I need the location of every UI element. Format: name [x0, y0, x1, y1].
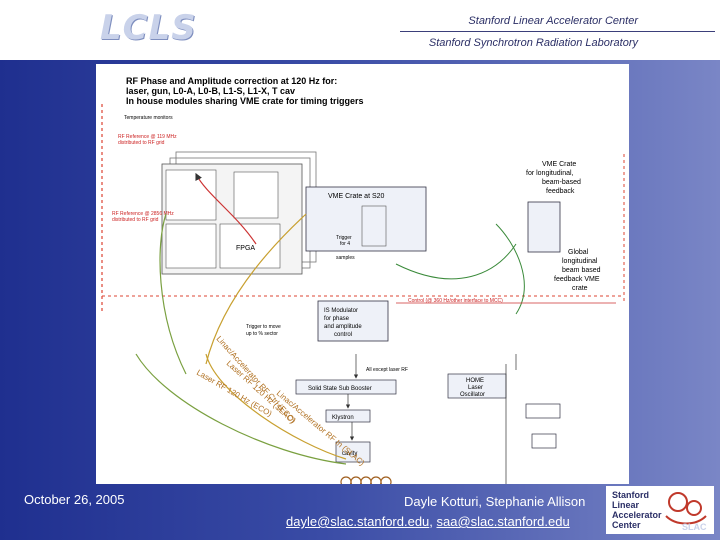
- rf-reference-2b: distributed to RF grid: [112, 217, 159, 223]
- email-separator: ,: [429, 514, 437, 529]
- amp-box: [525, 403, 561, 419]
- diagram-title-1: RF Phase and Amplitude correction at 120…: [126, 76, 337, 86]
- trigger-label-3: samples: [336, 255, 355, 261]
- diagram-area: RF Phase and Amplitude correction at 120…: [96, 64, 629, 488]
- header-line-1: Stanford Linear Accelerator Center: [468, 15, 638, 27]
- tuning-module: [233, 171, 279, 219]
- global-label-4: feedback VME: [554, 276, 600, 283]
- slac-logo-line-2: Linear: [612, 500, 640, 510]
- global-label-5: crate: [572, 285, 588, 292]
- solid-state-label: Solid State Sub Booster: [308, 386, 372, 392]
- coupler-coil: [340, 476, 392, 488]
- fpga-module: [219, 223, 281, 269]
- laser-rf-curve-2: [159, 213, 187, 375]
- is-modulator-3: and amplitude: [324, 324, 362, 330]
- home-laser-box: [447, 373, 507, 399]
- linac-rf-in-label: Linac/Accelerator RF In (SLAC): [275, 389, 367, 468]
- vme-long-label-4: feedback: [546, 188, 575, 195]
- all-except-label: All except laser RF: [366, 367, 408, 373]
- home-label-1: HOME: [466, 378, 484, 384]
- trigger-label-2: for 4: [340, 241, 350, 247]
- small-box: [531, 433, 557, 449]
- vme-crate-s20-label: VME Crate at S20: [328, 193, 385, 200]
- is-modulator-4: control: [334, 332, 352, 338]
- vme-card: [361, 205, 387, 247]
- slac-logo-line-3: Accelerator: [612, 510, 662, 520]
- footer-date: October 26, 2005: [24, 492, 125, 507]
- slide-header: LCLS Stanford Linear Accelerator Center …: [0, 0, 720, 60]
- demod-module: [165, 169, 217, 221]
- vme-crate-s20: [305, 186, 427, 252]
- trigger-move-2: up to % sector: [246, 331, 278, 337]
- footer-emails: dayle@slac.stanford.edu, saa@slac.stanfo…: [286, 514, 570, 529]
- trigger-move-1: Trigger to move: [246, 324, 281, 330]
- header-divider: [400, 31, 715, 32]
- diagram-title-2: laser, gun, L0-A, L0-B, L1-S, L1-X, T ca…: [126, 86, 295, 96]
- global-label-1: Global: [568, 249, 589, 256]
- is-modulator-1: IS Modulator: [324, 308, 358, 314]
- trigger-label-1: Trigger: [336, 235, 352, 241]
- control-label: Control (@ 360 Hz/other interface to MCC…: [408, 298, 503, 304]
- slac-logo-line-4: Center: [612, 520, 641, 530]
- email-link-2[interactable]: saa@slac.stanford.edu: [436, 514, 570, 529]
- diagram-title-3: In house modules sharing VME crate for t…: [126, 96, 364, 106]
- solid-state-box: [295, 379, 397, 395]
- feedback-curve-2: [495, 223, 525, 315]
- laser-rf-curve-4: [135, 353, 347, 465]
- footer-authors: Dayle Kotturi, Stephanie Allison: [404, 494, 586, 509]
- is-modulator: [317, 300, 389, 342]
- laser-rf-curve-1: [205, 213, 307, 365]
- rf-ref-curve: [195, 172, 257, 245]
- vme-long-label-1: VME Crate: [542, 161, 576, 168]
- temperature-monitors-label: Temperature monitors: [124, 115, 173, 121]
- rf-reference-1: RF Reference @ 119 MHz: [118, 134, 177, 140]
- email-link-1[interactable]: dayle@slac.stanford.edu: [286, 514, 430, 529]
- slac-short: SLAC: [682, 522, 707, 532]
- slac-logo: Stanford Linear Accelerator Center SLAC: [606, 486, 714, 534]
- slac-logo-line-1: Stanford: [612, 490, 649, 500]
- fpga-label: FPGA: [236, 245, 255, 252]
- global-label-3: beam based: [562, 267, 601, 274]
- global-label-2: longitudinal: [562, 258, 598, 265]
- is-modulator-2: for phase: [324, 316, 350, 322]
- lcls-logo: LCLS: [100, 8, 197, 48]
- rf-reference-2: RF Reference @ 2856 MHz: [112, 211, 174, 217]
- slac-logo-swirl: [665, 492, 707, 525]
- home-label-3: Oscillator: [460, 392, 485, 398]
- vme-long-label-2: for longitudinal,: [526, 170, 574, 177]
- header-line-2: Stanford Synchrotron Radiation Laborator…: [428, 37, 638, 49]
- rf-cavity-label: cavity: [342, 451, 357, 457]
- klystron-box: [325, 409, 371, 423]
- vme-long-crate: [527, 201, 561, 253]
- fpga-side-module: [165, 223, 217, 269]
- klystron-label: Klystron: [332, 415, 354, 421]
- rf-cavity-box: [335, 441, 371, 463]
- rf-reference-1b: distributed to RF grid: [118, 140, 165, 146]
- system-diagram: RF Phase and Amplitude correction at 120…: [101, 76, 625, 488]
- feedback-curve: [395, 243, 517, 280]
- laser-rf-curve-3: [205, 353, 347, 460]
- vme-long-label-3: beam-based: [542, 179, 581, 186]
- home-label-2: Laser: [468, 385, 483, 391]
